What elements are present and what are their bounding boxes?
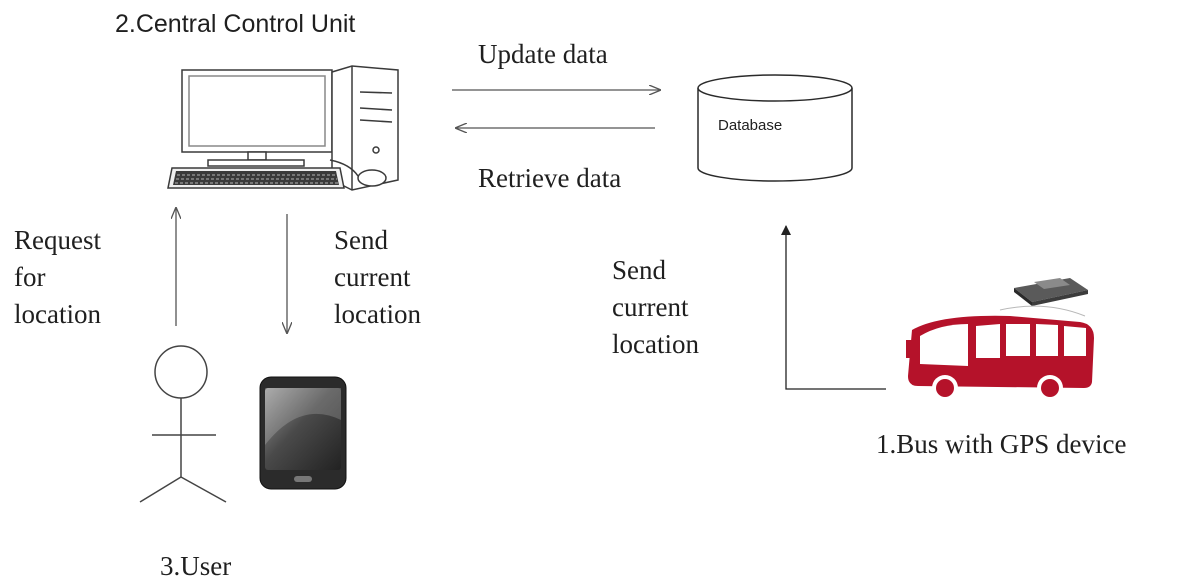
bus-title: 1.Bus with GPS device — [876, 429, 1127, 459]
gps-device-icon — [999, 278, 1088, 317]
bus-icon — [906, 315, 1094, 401]
send-location-user-label: Send current location — [334, 225, 421, 329]
user-title: 3.User — [160, 551, 232, 581]
update-data-label: Update data — [478, 39, 608, 69]
smartphone-icon — [259, 376, 347, 490]
retrieve-data-label: Retrieve data — [478, 163, 622, 193]
central-unit-title: 2.Central Control Unit — [115, 10, 356, 38]
user-icon — [139, 345, 227, 503]
bus-to-database-arrow — [781, 225, 886, 390]
send-location-bus-label: Send current location — [612, 255, 699, 359]
database-label: Database — [718, 117, 783, 134]
database-icon — [697, 74, 853, 182]
request-location-label: Request for location — [14, 225, 101, 329]
computer-icon — [167, 65, 399, 191]
